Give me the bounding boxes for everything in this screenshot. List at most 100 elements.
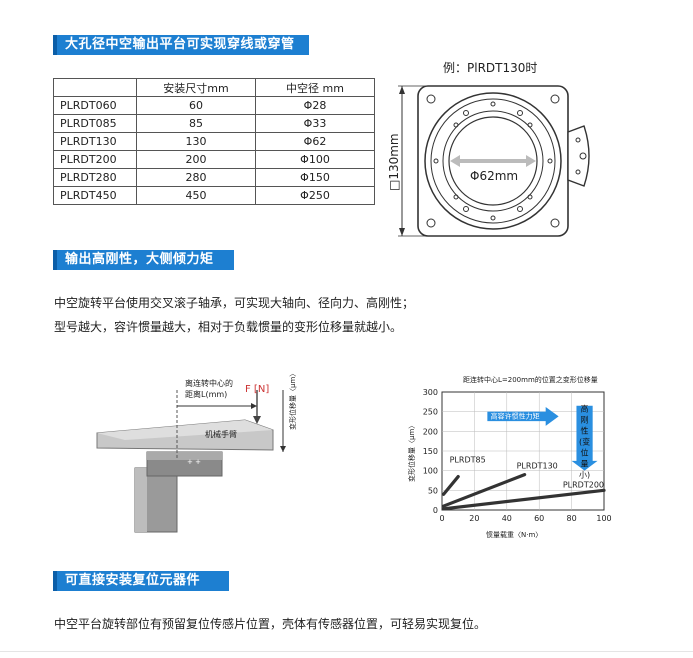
rigidity-text-line-2: 型号越大，容许惯量越大，相对于负载惯量的变形位移量就越小。 — [54, 320, 403, 334]
spec-cell-mount: 200 — [136, 150, 256, 169]
dimension-arrow-bottom — [399, 228, 405, 236]
ring-hole — [527, 194, 533, 200]
chart-title: 距连转中心L=200mm的位置之变形位移量 — [463, 375, 598, 384]
table-hole — [463, 206, 469, 212]
example-label: 例：PlRDT130时 — [443, 61, 537, 75]
series-line-plrdt130 — [442, 472, 527, 508]
force-arrowhead — [253, 416, 261, 424]
spec-cell-bore: Φ62 — [255, 132, 375, 151]
chart-x-axis-label: 惯量载重〈N·m〉 — [486, 530, 542, 539]
chart-x-tick-label: 0 — [439, 514, 444, 523]
spec-cell-bore: Φ100 — [255, 150, 375, 169]
corner-hole-tr — [550, 94, 560, 104]
robot-arm-top — [97, 420, 273, 440]
corner-hole-bl — [426, 218, 436, 228]
rigidity-arrow-label: 量 — [581, 460, 589, 469]
side-diagram: + + 离连转中心的 距离L(mm) F [N] 机械手臂 变形位移量〈μm〉 — [96, 370, 297, 533]
spec-cell-model: PLRDT450 — [53, 186, 137, 205]
chart-x-tick-label: 20 — [469, 514, 479, 523]
series-label-plrdt130: PLRDT130 — [517, 462, 558, 471]
spec-cell-model: PLRDT200 — [53, 150, 137, 169]
platform-top — [147, 452, 222, 460]
spec-cell-model: PLRDT130 — [53, 132, 137, 151]
chart-y-tick-label: 250 — [423, 408, 438, 417]
distance-label-1: 离连转中心的 — [185, 378, 233, 388]
series-label-plrdt85: PLRDT85 — [450, 456, 486, 465]
ring-hole — [453, 194, 459, 200]
inertia-arrow-label: 高容许惯性力矩 — [491, 411, 540, 420]
spec-cell-mount: 60 — [136, 96, 256, 115]
chart-y-axis-label: 变形位移量〈μm〉 — [407, 422, 416, 482]
rigidity-arrow-label: (变 — [579, 437, 590, 447]
arrow-mark: + + — [187, 458, 201, 466]
chart-x-tick-label: 80 — [567, 514, 577, 523]
spec-cell-model: PLRDT085 — [53, 114, 137, 133]
bore-arrow-left — [450, 155, 460, 167]
chart-y-tick-label: 150 — [423, 447, 438, 456]
chart-x-tick-label: 60 — [534, 514, 544, 523]
rigidity-arrow-label: 刚 — [581, 416, 589, 425]
series-line-plrdt85 — [442, 474, 460, 496]
motor-base-highlight — [135, 468, 147, 532]
spec-cell-bore: Φ28 — [255, 96, 375, 115]
arm-label: 机械手臂 — [205, 429, 237, 439]
spec-cell-model: PLRDT060 — [53, 96, 137, 115]
bore-arrow-right — [526, 155, 536, 167]
chart-y-tick-label: 100 — [423, 467, 438, 476]
middle-ring — [430, 98, 556, 224]
rigidity-arrow-label: 位 — [581, 448, 589, 458]
dimension-arrow-top — [399, 86, 405, 94]
size-label: □130mm — [388, 133, 401, 191]
spec-cell-bore: Φ150 — [255, 168, 375, 187]
table-hole — [463, 110, 469, 116]
inner-ring — [442, 110, 544, 212]
ring-hole — [490, 215, 496, 221]
displacement-label: 变形位移量〈μm〉 — [288, 370, 297, 430]
spec-header-mount: 安装尺寸mm — [136, 78, 256, 97]
banner-reset: 可直接安装复位元器件 — [53, 571, 229, 591]
rigidity-arrow-label: 小) — [579, 471, 590, 480]
table-hole — [517, 110, 523, 116]
spec-cell-mount: 280 — [136, 168, 256, 187]
rigidity-arrow-shape — [571, 405, 598, 471]
corner-hole-br — [550, 218, 560, 228]
distance-label-2: 距离L(mm) — [185, 389, 227, 399]
inertia-arrow-shape — [487, 406, 559, 426]
spec-header-model — [53, 78, 137, 97]
spec-cell-bore: Φ33 — [255, 114, 375, 133]
flange-hole-bottom — [575, 169, 581, 175]
deflection-arrowhead — [280, 446, 286, 452]
rigidity-text-line-1: 中空旋转平台使用交叉滚子轴承，可实现大轴向、径向力、高刚性； — [54, 296, 415, 310]
footer-divider — [0, 651, 693, 652]
force-label: F [N] — [245, 384, 269, 395]
ring-hole — [490, 101, 496, 107]
series-line-plrdt200 — [442, 488, 606, 511]
spec-cell-model: PLRDT280 — [53, 168, 137, 187]
corner-hole-tl — [426, 94, 436, 104]
reset-text: 中空平台旋转部位有预留复位传感片位置，壳体有传感器位置，可轻易实现复位。 — [54, 617, 487, 631]
bore-label: Φ62mm — [470, 169, 518, 183]
flange-hole-center — [579, 152, 587, 160]
banner-hollow: 大孔径中空输出平台可实现穿线或穿管 — [53, 35, 309, 55]
spec-header-bore: 中空径 mm — [255, 78, 375, 97]
banner-rigidity: 输出高刚性，大侧倾力矩 — [53, 250, 234, 270]
rigidity-arrow-label: 性 — [581, 426, 589, 436]
chart-y-tick-label: 50 — [428, 486, 438, 495]
rigidity-arrow-label: 高 — [581, 404, 589, 414]
series-label-plrdt200: PLRDT200 — [563, 480, 604, 489]
ring-hole — [527, 122, 533, 128]
ring-hole — [433, 158, 439, 164]
distance-arrowhead — [251, 403, 257, 409]
chart-y-tick-label: 0 — [433, 506, 438, 515]
top-view-drawing: 例：PlRDT130时 □130mm Φ62mm — [388, 61, 590, 237]
spec-cell-bore: Φ250 — [255, 186, 375, 205]
